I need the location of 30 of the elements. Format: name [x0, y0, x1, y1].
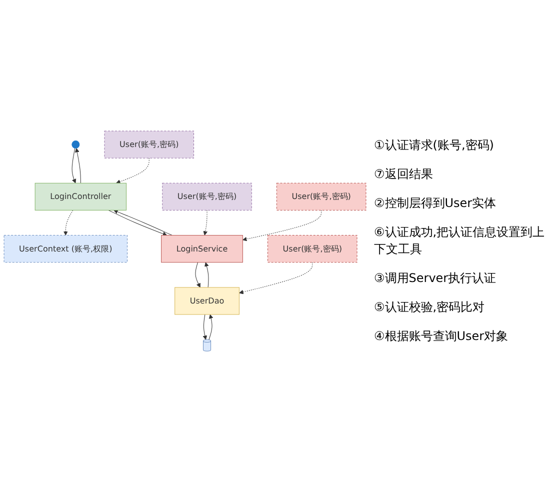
step-note: ⑦返回结果	[374, 166, 434, 183]
arrow	[63, 210, 74, 236]
arrow	[74, 148, 81, 184]
node-box: UserDao	[174, 287, 240, 315]
step-note: ②控制层得到User实体	[374, 195, 498, 212]
arrow	[208, 314, 214, 340]
step-note: ③调用Server执行认证	[374, 270, 498, 287]
step-note: ⑥认证成功,把认证信息设置到上下文工具	[374, 224, 546, 258]
node-cylinder	[203, 339, 212, 352]
step-note: ④根据账号查询User对象	[374, 328, 510, 345]
arrow	[108, 210, 168, 236]
node-person	[72, 140, 80, 148]
arrow	[114, 210, 172, 236]
arrow	[195, 262, 200, 288]
arrow	[72, 148, 76, 184]
node-box: User(账号,密码)	[104, 130, 194, 158]
arrow	[202, 314, 208, 340]
node-box: LoginService	[161, 234, 243, 263]
node-box: UserContext (账号,权限)	[4, 234, 128, 263]
node-box: User(账号,密码)	[162, 182, 252, 210]
node-box: User(账号,密码)	[276, 182, 366, 210]
arrow	[203, 210, 208, 236]
arrow	[116, 158, 150, 184]
arrow	[242, 210, 322, 242]
arrow	[204, 262, 209, 288]
step-note: ⑤认证校验,密码比对	[374, 299, 486, 316]
node-box: User(账号,密码)	[268, 234, 358, 263]
arrow	[239, 262, 313, 294]
step-note: ①认证请求(账号,密码)	[374, 137, 495, 154]
node-box: LoginController	[34, 182, 127, 210]
